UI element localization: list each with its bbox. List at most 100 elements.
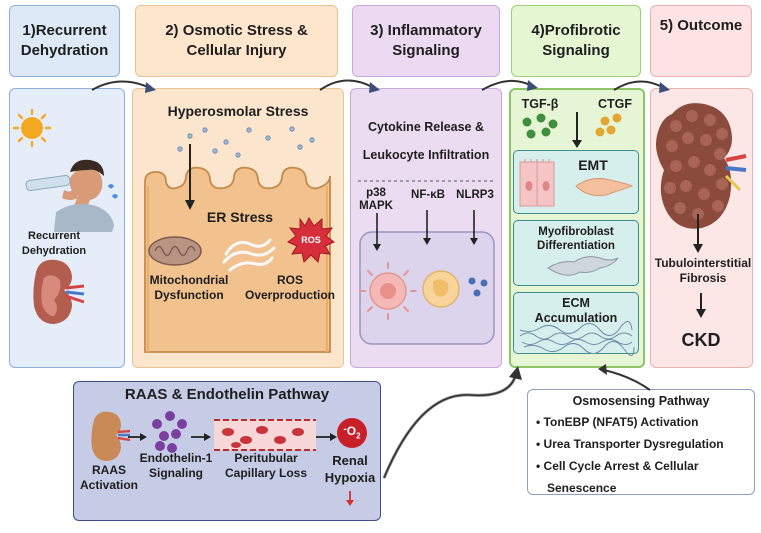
ros-overproduction-label: ROS Overproduction	[238, 273, 342, 303]
stage-header-1-line2: Dehydration	[20, 42, 109, 59]
ctgf-label: CTGF	[597, 97, 633, 111]
raas-activation-label: RAAS Activation	[78, 463, 140, 493]
ctgf-molecules	[595, 113, 622, 137]
p38-line1: p38	[366, 187, 386, 199]
fibrosis-line2: Fibrosis	[679, 271, 727, 285]
panel1-label-line1: Recurrent	[28, 230, 80, 242]
osmo-item-4-text: Senescence	[547, 481, 617, 495]
tgf-beta-molecules	[522, 113, 558, 139]
oxygen-sub: 2	[356, 431, 361, 441]
ecm-line2: Accumulation	[534, 311, 618, 325]
cytokine-release-label: Cytokine Release &	[367, 120, 485, 134]
osmo-item-2: • Urea Transporter Dysregulation	[536, 437, 724, 451]
ecm-fibers-icon	[519, 321, 635, 356]
osmo-item-1: • TonEBP (NFAT5) Activation	[536, 415, 699, 429]
er-stress-label: ER Stress	[206, 209, 274, 225]
epithelial-cells-icon	[519, 159, 555, 207]
hypoxia-line1: Renal	[332, 453, 368, 468]
arrow-stage4-to-5	[613, 80, 665, 91]
myofibroblast-label: Myofibroblast Differentiation	[514, 225, 638, 253]
arrow-raas-to-profibrotic	[382, 373, 518, 479]
stage-header-2-line1: 2) Osmotic Stress &	[165, 22, 308, 39]
myo-line1: Myofibroblast	[538, 226, 614, 238]
capillary-line1: Peritubular	[234, 451, 298, 465]
ros-badge-text: ROS	[301, 235, 321, 245]
p38-line2: MAPK	[359, 200, 393, 212]
sun-icon	[12, 108, 52, 148]
osmosensing-box	[527, 389, 755, 495]
stage-header-1-line1: 1)Recurrent	[22, 22, 107, 39]
cytokine-particles	[468, 277, 488, 297]
arrow-stage3-to-4	[481, 79, 533, 91]
raas-kidney-icon	[91, 411, 131, 461]
cell-body-shape	[144, 166, 331, 353]
raas-title: RAAS & Endothelin Pathway	[124, 386, 330, 403]
stage-header-3-line1: 3) Inflammatory	[370, 22, 482, 39]
osmosensing-title: Osmosensing Pathway	[572, 394, 710, 408]
raas-activation-line1: RAAS	[91, 463, 126, 477]
stage-header-5: 5) Outcome	[650, 5, 752, 77]
myofibroblast-box	[513, 220, 639, 286]
stage-header-4-line1: 4)Profibrotic	[531, 22, 621, 39]
panel1-label: Recurrent Dehydration	[12, 229, 96, 259]
myofibroblast-cell-icon	[547, 256, 619, 276]
oxygen-symbol: -O2	[338, 424, 366, 440]
mitochondrion-icon	[148, 236, 202, 266]
osmolyte-particles	[177, 126, 315, 158]
stage-header-4-line2: Signaling	[542, 42, 610, 59]
osmosensing-list: • TonEBP (NFAT5) Activation • Urea Trans…	[536, 411, 752, 499]
ros-starburst-icon	[287, 216, 335, 263]
osmo-item-3-text: Cell Cycle Arrest & Cellular	[543, 459, 699, 473]
nlrp3-label: NLRP3	[456, 189, 494, 201]
osmo-item-2-text: Urea Transporter Dysregulation	[543, 437, 724, 451]
mito-line2: Dysfunction	[154, 288, 224, 302]
ros-line2: Overproduction	[244, 288, 335, 302]
osmo-item-3: • Cell Cycle Arrest & Cellular	[536, 459, 699, 473]
oxygen-minus: -	[343, 424, 347, 435]
spiky-leukocyte-icon	[359, 262, 417, 320]
emt-label: EMT	[578, 157, 608, 173]
kidney-icon	[33, 259, 85, 324]
arrow-stage1-to-2	[91, 80, 151, 91]
stage-header-5-label: 5) Outcome	[659, 17, 743, 34]
hypoxia-line2: Hypoxia	[324, 470, 376, 485]
tgf-beta-label: TGF-β	[521, 97, 559, 111]
mito-line1: Mitochondrial	[149, 273, 229, 287]
raas-activation-line2: Activation	[79, 478, 138, 492]
endothelin-line1: Endothelin-1	[139, 451, 213, 465]
oxygen-icon	[337, 418, 367, 448]
panel1-label-line2: Dehydration	[21, 245, 87, 257]
mesenchymal-cell-icon	[575, 178, 634, 197]
fibrosis-line1: Tubulointerstitial	[654, 256, 752, 270]
osmo-item-4: Senescence	[536, 477, 752, 499]
nfkb-label: NF-κB	[411, 189, 445, 201]
arrow-osmosensing-to-4	[603, 369, 651, 391]
stage-header-3-line2: Signaling	[392, 42, 460, 59]
arrow-stage2-to-3	[319, 79, 375, 91]
endothelin-molecules	[152, 411, 187, 453]
ckd-label: CKD	[681, 330, 721, 350]
capillary-loss-label: Peritubular Capillary Loss	[216, 451, 316, 481]
renal-hypoxia-label: Renal Hypoxia	[320, 452, 380, 486]
macrophage-icon	[422, 270, 460, 308]
p38-mapk-label: p38 MAPK	[356, 187, 396, 213]
capillary-line2: Capillary Loss	[224, 466, 308, 480]
oxygen-o: O	[346, 424, 357, 438]
endoplasmic-reticulum-icon	[222, 238, 276, 272]
stage-header-2-line2: Cellular Injury	[186, 42, 287, 59]
ecm-line1: ECM	[562, 296, 590, 310]
endothelin-label: Endothelin-1 Signaling	[138, 451, 214, 481]
